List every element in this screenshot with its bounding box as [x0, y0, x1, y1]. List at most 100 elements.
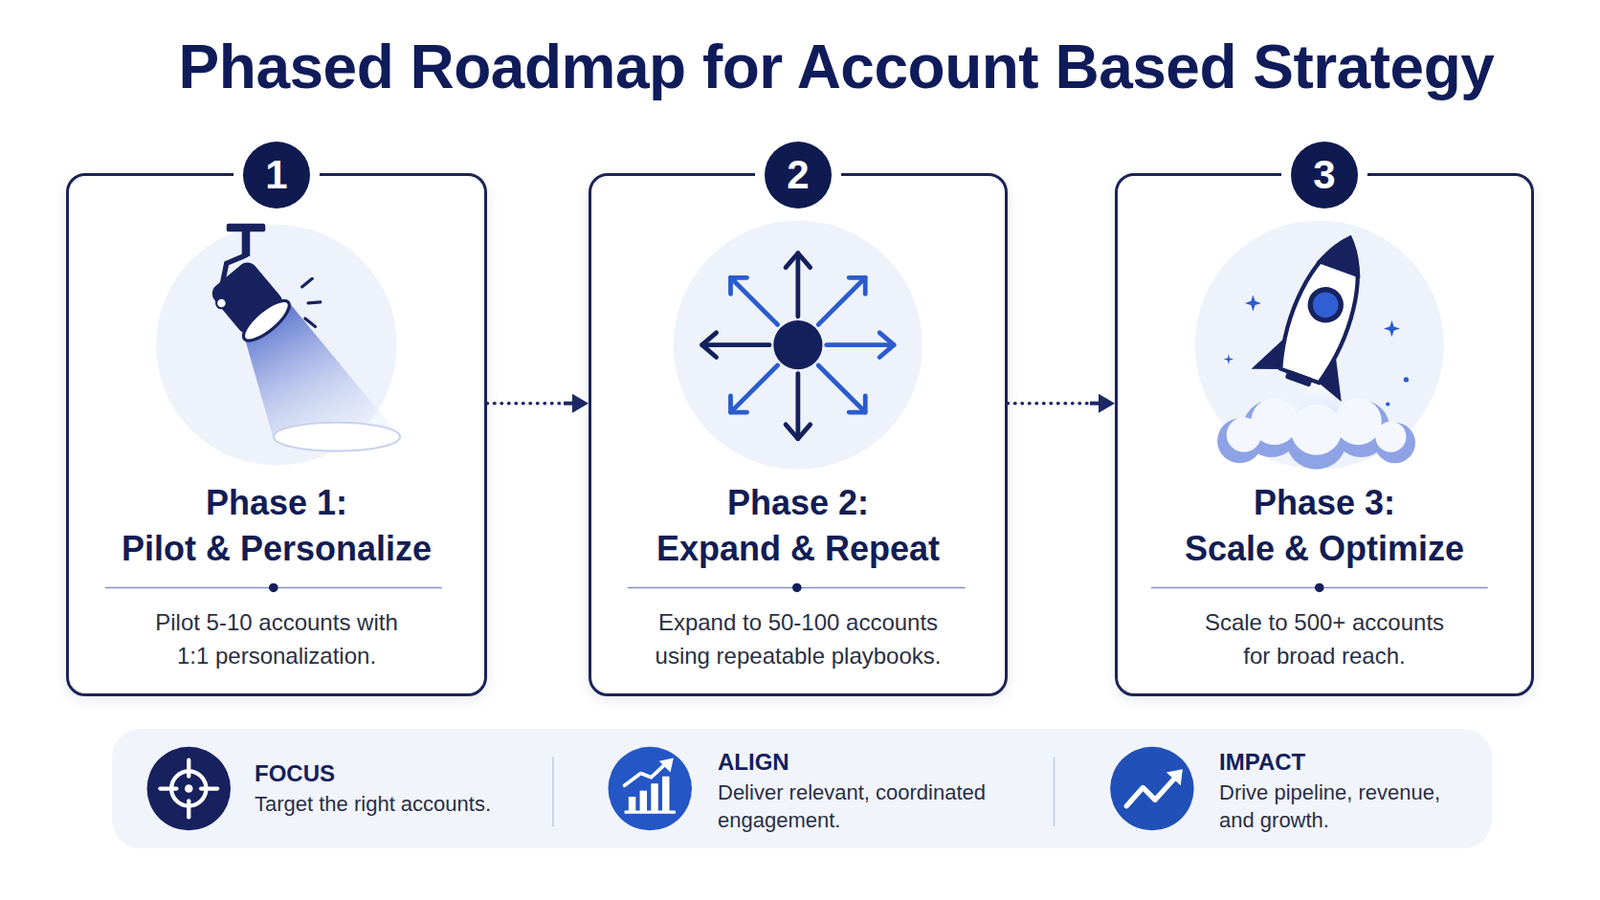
target-center [184, 784, 194, 794]
cloud-puff [1226, 417, 1262, 452]
sparkle-dot [1385, 401, 1390, 406]
lamp-pivot [216, 298, 227, 310]
arrow-head [572, 394, 589, 414]
phase-number: 3 [1290, 141, 1358, 209]
sparkle [1244, 294, 1262, 312]
spotlight-icon [155, 223, 400, 467]
phase-number: 2 [764, 141, 832, 209]
phase-card: 3Phase 3: Scale & OptimizeScale to 500+ … [1114, 173, 1534, 697]
summary-band: FOCUSTarget the right accounts.ALIGNDeli… [111, 729, 1492, 849]
arrow-head [848, 277, 866, 294]
heading-line: Phase 3: [1117, 480, 1532, 527]
cloud-puff [1217, 418, 1263, 464]
chart-bar [662, 777, 669, 812]
sparkle-dot [1403, 377, 1409, 382]
target-ring [171, 771, 206, 806]
diagram-title: Phased Roadmap for Account Based Strateg… [72, 31, 1600, 103]
arrow-head [730, 277, 747, 294]
lamp-lens [238, 294, 295, 348]
phase-description: Scale to 500+ accounts for broad reach. [1195, 605, 1454, 673]
chart-icon [608, 747, 692, 831]
sparkle [1383, 320, 1400, 337]
phase-heading: Phase 3: Scale & Optimize [1117, 480, 1532, 573]
light-ray [302, 278, 313, 288]
chart-bar [640, 791, 647, 812]
arrow-head [848, 396, 866, 413]
chart-arrowhead [659, 758, 674, 774]
smoke-highlight [1226, 398, 1407, 456]
pillar-text: Drive pipeline, revenue, and growth. [1219, 778, 1459, 835]
band-divider [1053, 756, 1056, 827]
expand-icon [673, 221, 923, 470]
arrow-stem [1089, 401, 1101, 406]
phase-heading: Phase 2: Expand & Repeat [591, 480, 1005, 573]
phase-card: 1Phase 1: Pilot & PersonalizePilot 5-10 … [66, 173, 488, 697]
target-tick [159, 786, 177, 791]
target-tick [186, 800, 191, 818]
lamp-mount [226, 223, 267, 233]
light-ray [308, 302, 321, 304]
rocket-nozzle [1285, 369, 1313, 388]
light-spot [273, 422, 400, 452]
arrow-right [826, 342, 894, 348]
icon-disc [1110, 747, 1194, 831]
rocket-hull [1272, 227, 1378, 386]
heading-line: Pilot & Personalize [68, 526, 485, 573]
icon-backdrop [673, 221, 923, 470]
arrow-down-left [730, 365, 778, 413]
smoke-cloud [1217, 400, 1416, 470]
dotted-connector [1007, 401, 1090, 406]
lamp-stem [242, 229, 251, 257]
divider-dot [1314, 583, 1325, 594]
arrow-head [1098, 394, 1115, 414]
icon-disc [147, 747, 231, 831]
icon-backdrop [155, 224, 398, 467]
divider-line [105, 587, 443, 590]
growth-arrowhead [1166, 769, 1183, 786]
phase-heading: Phase 1: Pilot & Personalize [68, 480, 485, 573]
pillar-heading: IMPACT [1219, 749, 1449, 777]
rocket-fin [1251, 324, 1295, 379]
arrow-head [702, 333, 717, 358]
dark-arrows [702, 253, 811, 440]
rocket-window [1306, 285, 1346, 325]
arrow-head [879, 333, 894, 358]
arrow-down-right [818, 365, 866, 413]
arrow-head [730, 396, 747, 413]
flow-arrow [1007, 394, 1115, 414]
lamp-housing [207, 258, 287, 338]
band-divider [552, 756, 555, 827]
pillar-text: Target the right accounts. [254, 791, 533, 819]
icon-disc [608, 747, 692, 831]
growth-icon [1110, 747, 1194, 831]
divider-dot [268, 583, 279, 594]
growth-line [1126, 777, 1176, 807]
icon-backdrop [1195, 221, 1445, 470]
arrow-stem [563, 401, 575, 406]
arrow-left [702, 342, 770, 348]
arrow-up-right [818, 277, 866, 325]
rocket-icon [1195, 221, 1445, 470]
arrow-up [795, 253, 800, 317]
cloud-puff [1334, 398, 1382, 445]
lamp-body [206, 257, 295, 348]
phase-description: Expand to 50-100 accounts using repeatab… [640, 605, 956, 673]
rocket-nose [1315, 229, 1372, 279]
chart-bar [650, 783, 658, 812]
arrow-head [785, 424, 811, 440]
phase-card: 2Phase 2: Expand & RepeatExpand to 50-10… [588, 173, 1008, 697]
cloud-puff [1250, 398, 1298, 445]
light-ray [305, 318, 316, 328]
target-tick [186, 760, 191, 778]
target-icon [147, 747, 231, 831]
heading-line: Expand & Repeat [591, 526, 1005, 573]
phase-description: Pilot 5-10 accounts with 1:1 personaliza… [142, 605, 411, 673]
dotted-connector [487, 401, 564, 406]
blue-arrows [730, 277, 894, 413]
pillar-heading: ALIGN [717, 749, 948, 777]
rocket-body [1251, 222, 1396, 403]
divider-dot [792, 583, 802, 594]
divider-line [1151, 587, 1489, 590]
center-dot [773, 320, 823, 370]
